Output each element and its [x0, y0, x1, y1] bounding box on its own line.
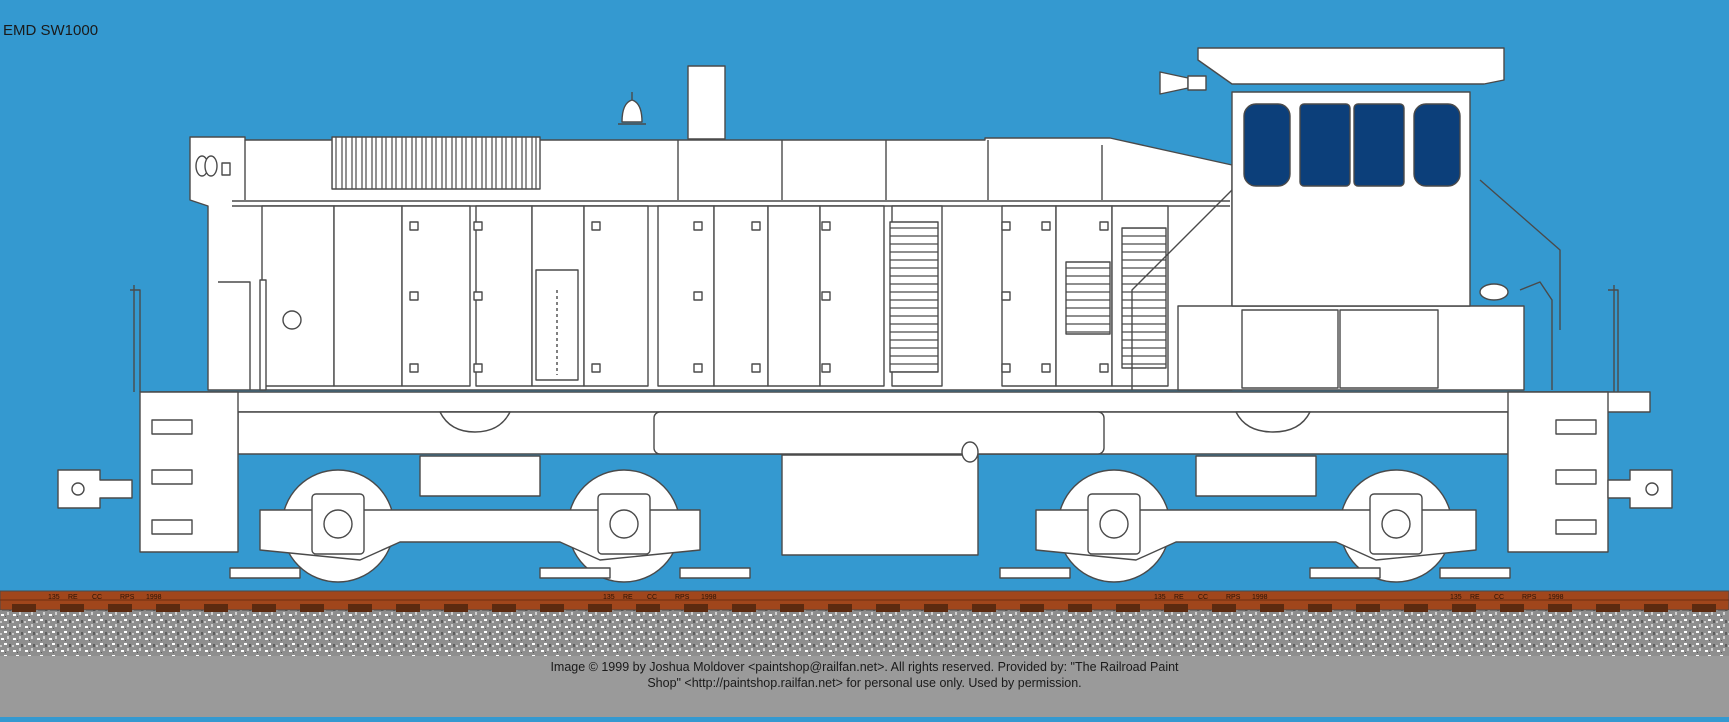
rail-marking: 1998	[146, 594, 162, 601]
fuel-tank	[781, 454, 979, 556]
louver-panel	[889, 221, 939, 373]
rail-marking: 135	[48, 594, 60, 601]
rail-ties	[12, 604, 1716, 612]
bell-icon	[618, 92, 646, 125]
underframe	[149, 391, 1651, 413]
rail-marking-group-2: 135 RE CC RPS 1998	[603, 594, 717, 601]
rail-marking-group-1: 135 RE CC RPS 1998	[48, 594, 162, 601]
rail-marking: CC	[647, 594, 657, 601]
credit-line-1: Image © 1999 by Joshua Moldover <paintsh…	[550, 660, 1179, 674]
rail-marking: RPS	[675, 594, 690, 601]
image-credit: Image © 1999 by Joshua Moldover <paintsh…	[0, 659, 1729, 691]
rail-marking: RE	[623, 594, 633, 601]
headlight-icon	[195, 155, 218, 177]
cab-roof	[1197, 47, 1505, 85]
exhaust-stack-icon	[687, 65, 726, 140]
rail-marking: 1998	[1252, 594, 1268, 601]
rail-marking-group-3: 135 RE CC RPS 1998	[1154, 594, 1268, 601]
rail-marking: RE	[1174, 594, 1184, 601]
coupler-icon	[57, 469, 133, 509]
rail-marking: 135	[1450, 594, 1462, 601]
rear-truck	[999, 455, 1511, 583]
front-truck	[229, 455, 751, 583]
rail-marking: 135	[603, 594, 615, 601]
rail-marking: CC	[92, 594, 102, 601]
rail-marking: CC	[1494, 594, 1504, 601]
footer-band	[0, 656, 1729, 717]
door-latches	[409, 221, 1109, 373]
rail-marking: RPS	[1226, 594, 1241, 601]
rail-marking-group-4: 135 RE CC RPS 1998	[1450, 594, 1564, 601]
coupler-icon	[1607, 469, 1673, 509]
rail-marking: RPS	[1522, 594, 1537, 601]
rail-marking: RE	[68, 594, 78, 601]
rail-marking: RPS	[120, 594, 135, 601]
locomotive-title: EMD SW1000	[3, 22, 99, 39]
rail-marking: 1998	[1548, 594, 1564, 601]
cab	[1231, 91, 1471, 307]
hood-doors	[261, 205, 1169, 387]
horn-icon	[1159, 71, 1207, 95]
radiator-grille	[331, 136, 541, 190]
credit-line-2: Shop" <http://paintshop.railfan.net> for…	[647, 676, 1082, 690]
rail-marking: RE	[1470, 594, 1480, 601]
rail-marking: 135	[1154, 594, 1166, 601]
louver-panel	[1121, 227, 1167, 369]
rail-marking: CC	[1198, 594, 1208, 601]
louver-panel	[1065, 261, 1111, 335]
rail-marking: 1998	[701, 594, 717, 601]
cab-windows	[1243, 103, 1461, 187]
